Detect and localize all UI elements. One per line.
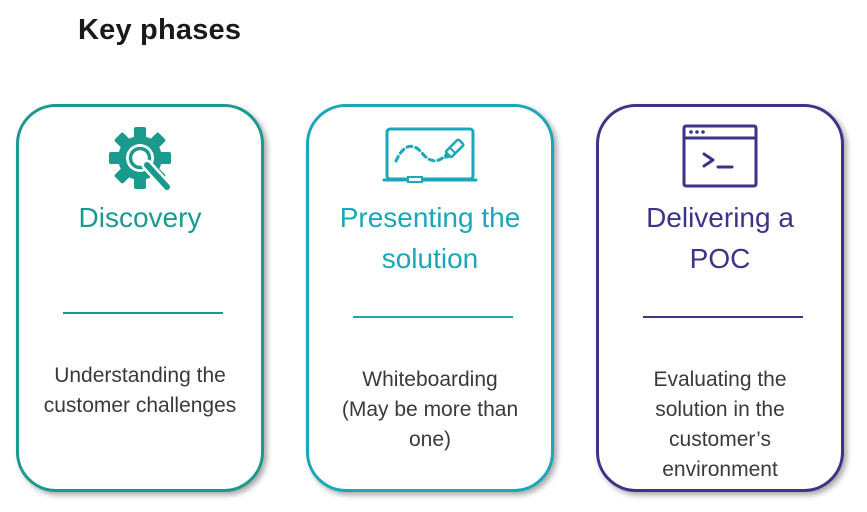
terminal-window-icon xyxy=(682,124,758,188)
divider xyxy=(643,316,803,318)
whiteboard-icon xyxy=(382,127,478,183)
phase-name: Presenting the solution xyxy=(339,202,521,274)
phase-description: Evaluating the solution in the customer’… xyxy=(653,368,787,481)
divider xyxy=(353,316,513,318)
phase-card-presenting: Presenting the solution Whiteboarding (M… xyxy=(306,104,554,492)
phase-card-delivering: Delivering a POC Evaluating the solution… xyxy=(596,104,844,492)
phase-description: Understanding the customer challenges xyxy=(43,364,237,417)
divider xyxy=(63,312,223,314)
phase-card-discovery: Discovery Understanding the customer cha… xyxy=(16,104,264,492)
magnifier-gear-icon xyxy=(109,127,173,193)
phase-description: Whiteboarding (May be more than one) xyxy=(341,368,519,451)
phase-name: Discovery xyxy=(78,202,202,233)
page-title: Key phases xyxy=(78,14,242,46)
phase-name: Delivering a POC xyxy=(646,202,794,274)
